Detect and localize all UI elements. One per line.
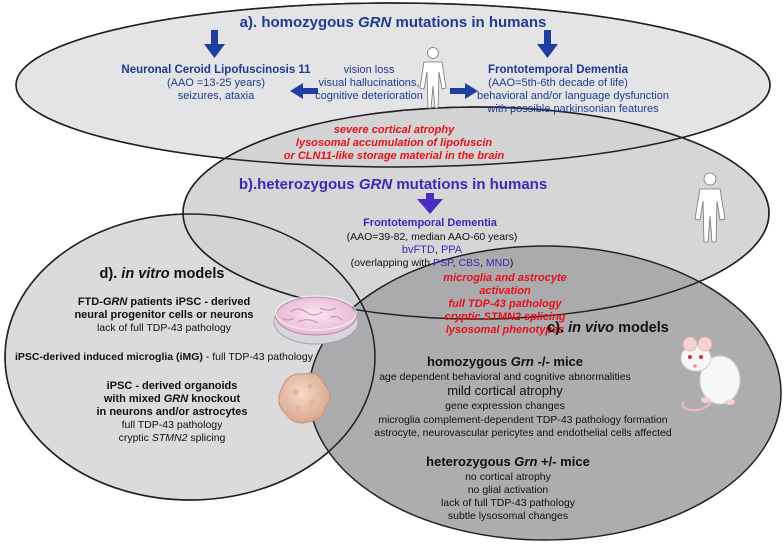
section-d-title: d). in vitro models bbox=[100, 266, 225, 282]
d-item3-line5: cryptic STMN2 splicing bbox=[119, 432, 226, 444]
overlap-ab-line-1: severe cortical atrophy bbox=[334, 124, 455, 136]
homozygous-mice-title: homozygous Grn -/- mice bbox=[427, 354, 583, 369]
petri-dish-icon bbox=[273, 295, 359, 345]
hetero-line-4: subtle lysosomal changes bbox=[448, 510, 568, 522]
ftd-a-title: Frontotemporal Dementia bbox=[488, 64, 629, 76]
overlap-bc-line-4: cryptic STMN2 splicing bbox=[444, 311, 565, 323]
ftd-b-title: Frontotemporal Dementia bbox=[363, 217, 498, 229]
homo-line-2: mild cortical atrophy bbox=[447, 383, 563, 398]
ftd-b-subtypes: bvFTD, PPA bbox=[402, 244, 463, 256]
ncl-aao: (AAO =13-25 years) bbox=[167, 77, 265, 89]
shared-symptom-1: vision loss bbox=[344, 64, 395, 76]
ellipse-b-outline bbox=[182, 106, 770, 320]
arrow-down-right-icon bbox=[537, 30, 558, 58]
overlap-ab-line-3: or CLN11-like storage material in the br… bbox=[284, 150, 505, 162]
overlap-ab-line-2: lysosomal accumulation of lipofuscin bbox=[296, 137, 492, 149]
ftd-b-aao: (AAO=39-82, median AAO-60 years) bbox=[347, 231, 518, 243]
arrow-down-left-icon bbox=[204, 30, 225, 58]
homo-line-4: microglia complement-dependent TDP-43 pa… bbox=[378, 414, 667, 426]
shared-symptom-2: visual hallucinations, bbox=[319, 77, 420, 89]
d-item1-line1: FTD-GRN patients iPSC - derived bbox=[78, 296, 250, 308]
arrow-left-icon bbox=[290, 83, 318, 99]
section-a-title: a). homozygous GRN mutations in humans bbox=[240, 14, 547, 31]
ncl-symptoms: seizures, ataxia bbox=[178, 90, 255, 102]
ellipse-d-outline bbox=[4, 213, 376, 501]
d-item3-line4: full TDP-43 pathology bbox=[122, 419, 224, 431]
d-item3-line2: with mixed GRN knockout bbox=[103, 393, 241, 405]
hetero-line-1: no cortical atrophy bbox=[465, 471, 552, 483]
overlap-bc-line-5: lysosomal phenotypes bbox=[446, 324, 565, 336]
overlap-bc-line-3: full TDP-43 pathology bbox=[448, 298, 562, 310]
homo-line-3: gene expression changes bbox=[445, 400, 565, 412]
shared-symptom-3: cognitive deterioration bbox=[315, 90, 423, 102]
d-item3-line1: iPSC - derived organoids bbox=[107, 380, 238, 392]
ftd-a-dysfunction: behavioral and/or language dysfunction bbox=[477, 90, 669, 102]
overlap-bc-line-2: activation bbox=[479, 285, 531, 297]
overlap-bc-line-1: microglia and astrocyte bbox=[443, 272, 567, 284]
organoid-icon bbox=[278, 372, 330, 424]
ftd-a-aao: (AAO=5th-6th decade of life) bbox=[488, 77, 628, 89]
mouse-icon bbox=[680, 336, 741, 412]
d-item2: iPSC-derived induced microglia (iMG) - f… bbox=[15, 351, 314, 363]
homo-line-5: astrocyte, neurovascular pericytes and e… bbox=[374, 427, 672, 439]
heterozygous-mice-title: heterozygous Grn +/- mice bbox=[426, 454, 590, 469]
d-item1-line2: neural progenitor cells or neurons bbox=[74, 309, 253, 321]
arrow-right-icon bbox=[450, 83, 478, 99]
d-item3-line3: in neurons and/or astrocytes bbox=[97, 406, 248, 418]
human-figure-icon bbox=[694, 172, 726, 243]
ncl-title: Neuronal Ceroid Lipofuscinosis 11 bbox=[121, 64, 311, 76]
homo-line-1: age dependent behavioral and cognitive a… bbox=[379, 371, 631, 383]
ftd-b-overlapping: (overlapping with PSP, CBS, MND) bbox=[351, 257, 514, 269]
arrow-down-violet-icon bbox=[417, 193, 443, 214]
hetero-line-2: no glial activation bbox=[468, 484, 549, 496]
human-figure-icon bbox=[419, 47, 447, 109]
ellipse-a-outline bbox=[15, 2, 771, 168]
hetero-line-3: lack of full TDP-43 pathology bbox=[441, 497, 576, 509]
section-c-title: c). in vivo models bbox=[547, 320, 669, 336]
section-b-title: b).heterozygous GRN mutations in humans bbox=[239, 176, 547, 193]
d-item1-line3: lack of full TDP-43 pathology bbox=[97, 322, 232, 334]
ftd-a-parkinsonian: with possible parkinsonian features bbox=[486, 103, 659, 115]
